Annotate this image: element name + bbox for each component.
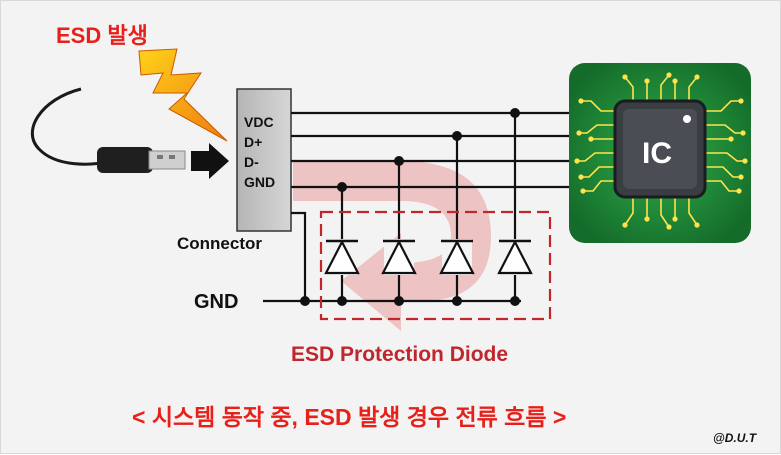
- lightning-bolt-icon: [138, 48, 228, 142]
- junction-dot: [394, 156, 404, 166]
- gnd-label: GND: [194, 291, 238, 313]
- junction-dot: [510, 108, 520, 118]
- junction-dot: [337, 296, 347, 306]
- pin-label-gnd: GND: [244, 174, 275, 190]
- ic-label: IC: [642, 137, 672, 170]
- diode-3-icon: [439, 239, 475, 275]
- junction-dot: [452, 296, 462, 306]
- usb-cable-icon: [30, 87, 186, 173]
- credit-label: @D.U.T: [713, 431, 758, 445]
- diode-4-icon: [497, 239, 533, 275]
- junction-dot: [510, 296, 520, 306]
- connector-caption: Connector: [177, 234, 262, 253]
- diode-1-icon: [324, 239, 360, 275]
- junction-dot: [394, 296, 404, 306]
- pin-label-dminus: D-: [244, 154, 259, 170]
- insert-arrow-icon: [191, 143, 229, 179]
- junction-dots: [300, 108, 520, 306]
- ic-board: IC: [569, 63, 751, 243]
- junction-dot: [337, 182, 347, 192]
- junction-dot: [300, 296, 310, 306]
- protection-box: [319, 210, 552, 321]
- line-gnd-drop: [291, 211, 307, 301]
- pin-label-dplus: D+: [244, 134, 262, 150]
- protection-label: ESD Protection Diode: [291, 343, 508, 366]
- junction-dot: [452, 131, 462, 141]
- pin-label-vdc: VDC: [244, 114, 274, 130]
- esd-event-label: ESD 발생: [56, 23, 148, 48]
- diode-array: [324, 239, 533, 275]
- diode-2-icon: [381, 239, 417, 275]
- bottom-caption: < 시스템 동작 중, ESD 발생 경우 전류 흐름 >: [132, 404, 566, 430]
